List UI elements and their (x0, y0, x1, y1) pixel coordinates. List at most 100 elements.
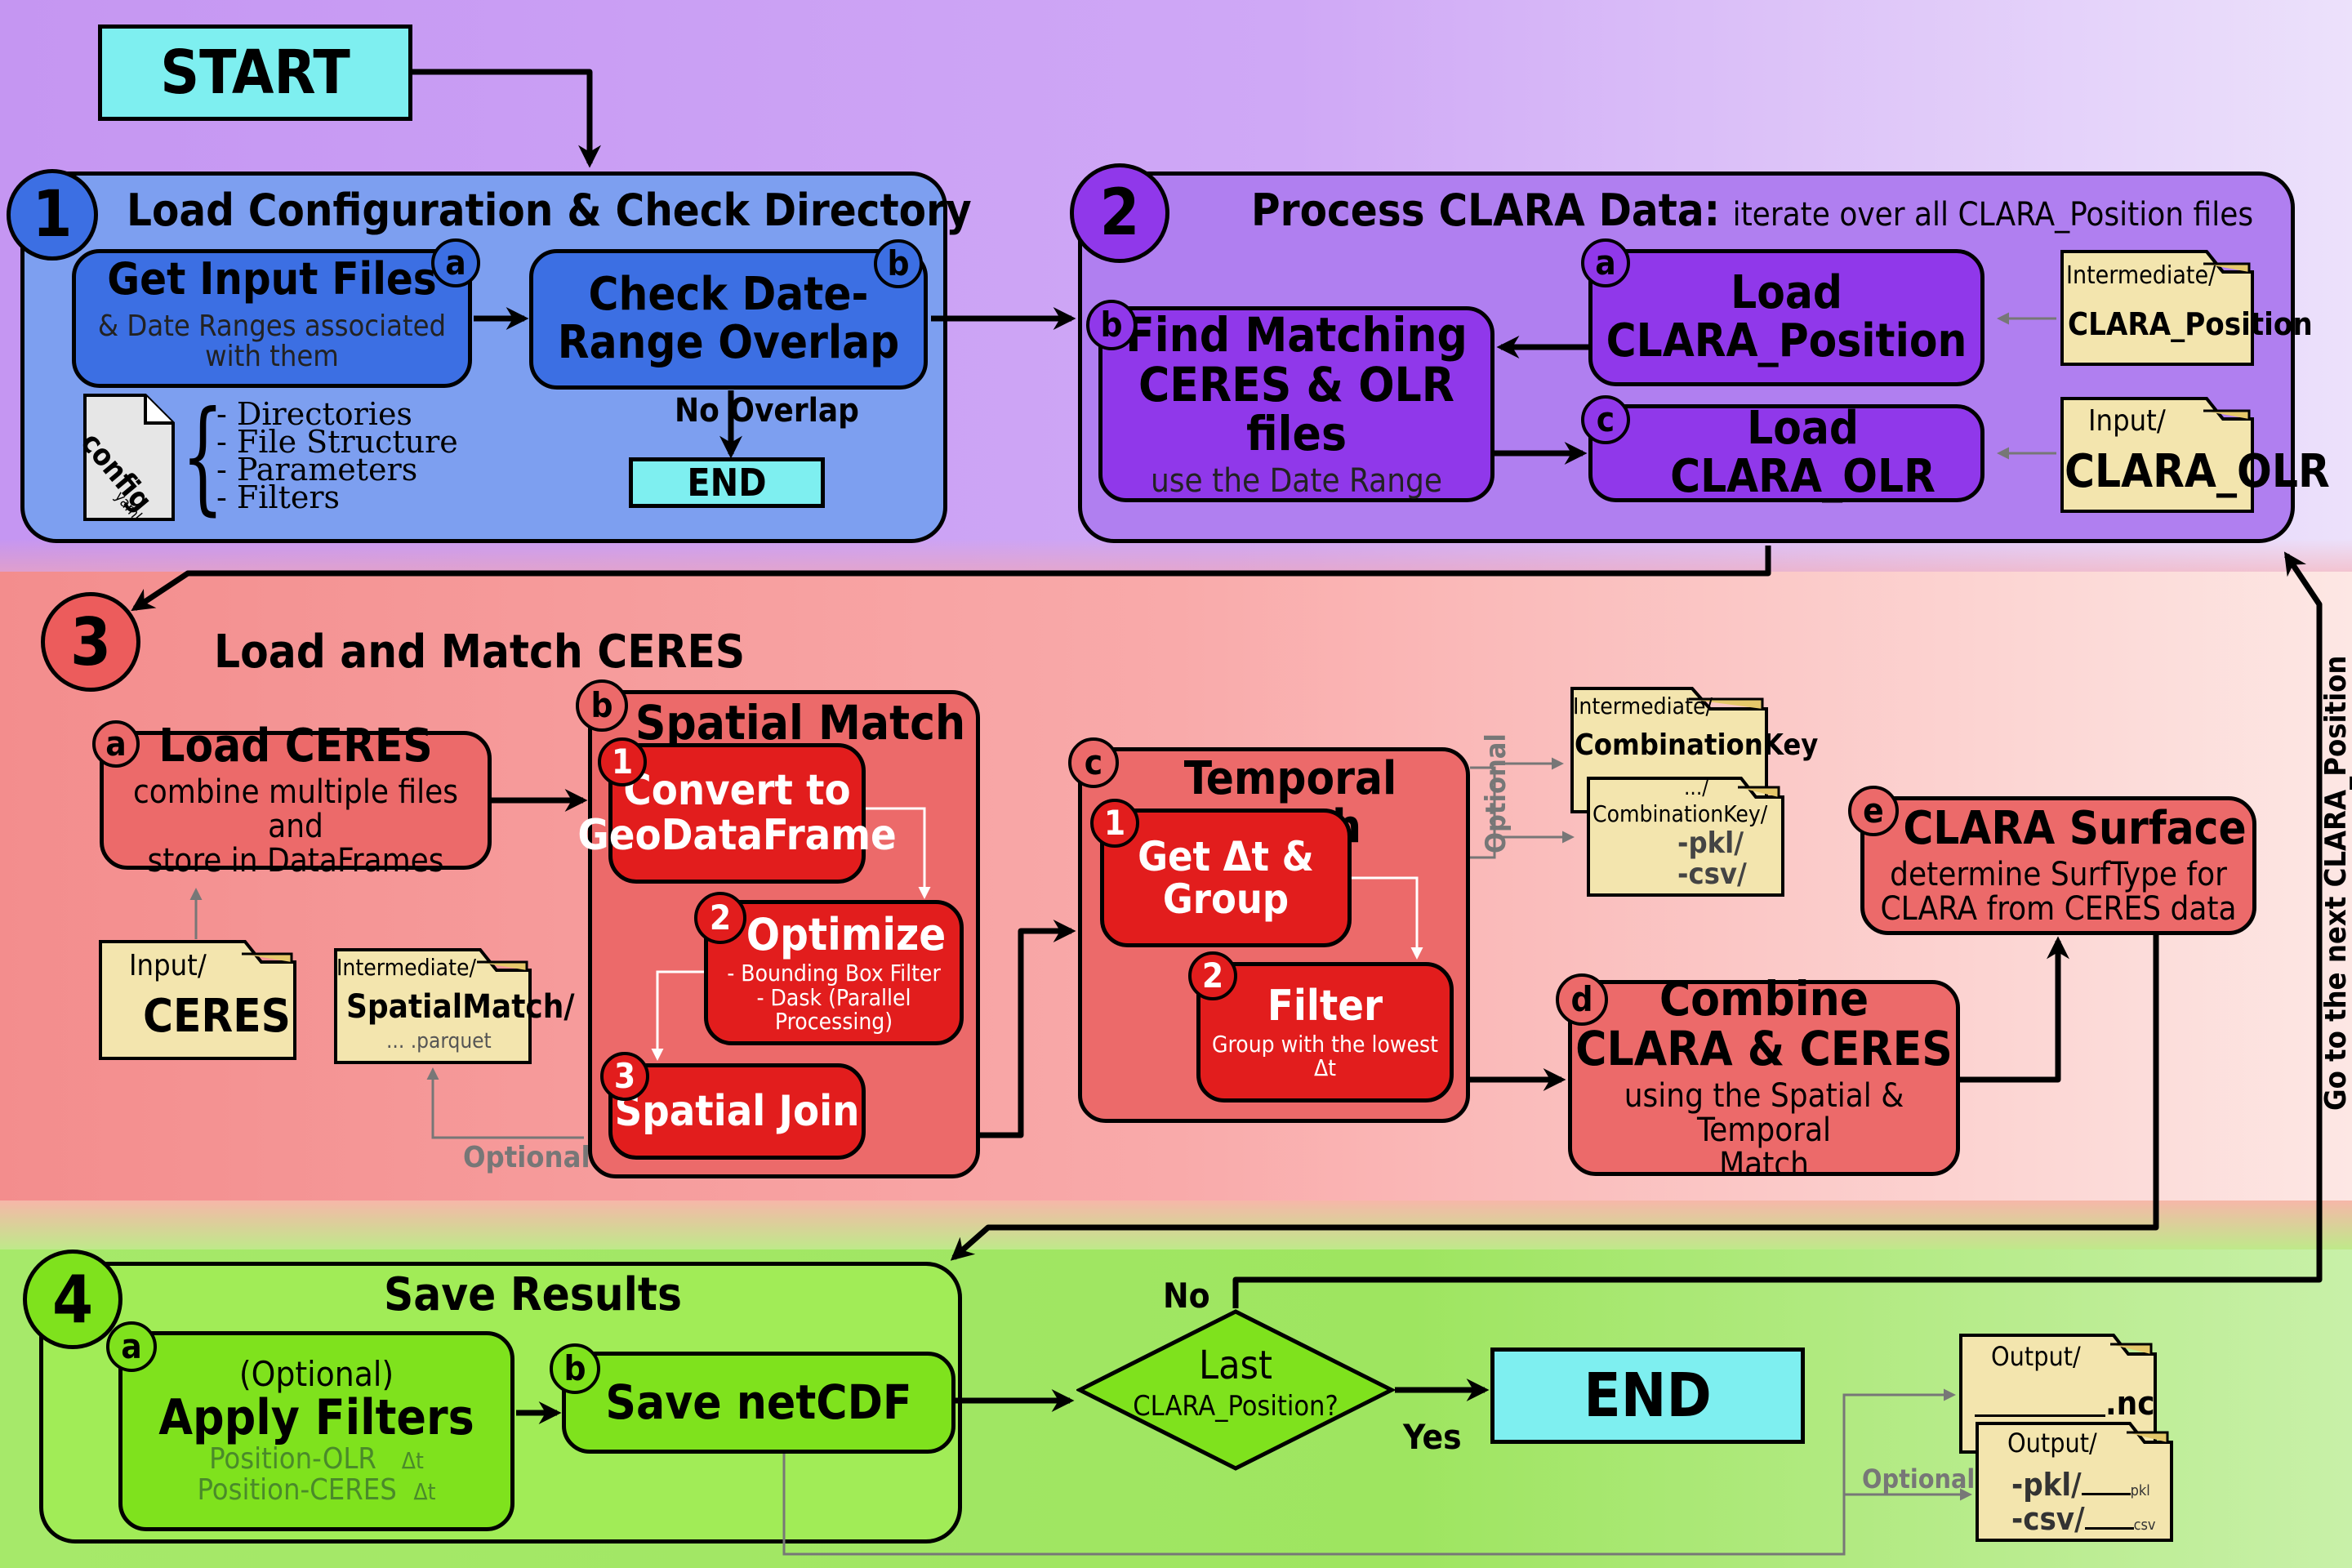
load-clara-position-step[interactable]: Load CLARA_Position (1588, 249, 1984, 386)
folder-output-csv-blank (2084, 1527, 2134, 1530)
folder-output-csv-line: -csv/csv (2011, 1501, 2156, 1537)
folder-clara-position-name: CLARA_Position (2068, 306, 2313, 342)
apply-filter-2: Position-CERES Δt (198, 1475, 436, 1506)
optional-label-output: Optional (1862, 1463, 1976, 1494)
get-dt-group-line2: Group (1162, 875, 1290, 923)
find-matching-line2: CERES & OLR files (1138, 356, 1454, 462)
folder-clara-position: Intermediate/ CLARA_Position (2060, 249, 2313, 368)
no-overlap-label: No Overlap (675, 392, 859, 430)
folder-spatial-match-top: Intermediate/ (336, 954, 476, 981)
section-1-number: 1 (7, 169, 98, 261)
convert-geodataframe-line1: Convert to (623, 766, 851, 816)
spatial-join-title: Spatial Join (614, 1086, 860, 1136)
clara-surface-sub1: determine SurfType for (1890, 856, 2227, 894)
folder-output-nc-blank (1975, 1414, 2105, 1417)
section-4-title: Save Results (384, 1268, 683, 1321)
load-ceres-step[interactable]: Load CERES combine multiple files and st… (100, 722, 492, 878)
section-3-title: Load and Match CERES (214, 626, 746, 679)
combine-sub1: using the Spatial & Temporal (1624, 1076, 1904, 1149)
optimize-step[interactable]: Optimize - Bounding Box Filter - Dask (P… (704, 900, 964, 1045)
decision-last-clara-position[interactable]: Last CLARA_Position? (1076, 1308, 1395, 1472)
find-matching-sub: use the Date Range (1150, 462, 1443, 501)
section-2-number: 2 (1070, 163, 1169, 263)
get-input-files-step[interactable]: Get Input Files & Date Ranges associated… (72, 249, 472, 388)
end-terminal-final[interactable]: END (1490, 1348, 1805, 1444)
folder-spatial-match-name: SpatialMatch/ (346, 988, 575, 1026)
decision-no-label: No (1163, 1276, 1210, 1316)
folder-output-pkl-csv: Output/ -pkl/pkl -csv/csv (1975, 1421, 2175, 1544)
step-badge-3e: e (1848, 786, 1899, 836)
end-terminal-top[interactable]: END (629, 457, 825, 508)
apply-filter-1-dt: Δt (401, 1447, 424, 1475)
config-brace: { (181, 385, 225, 528)
folder-clara-olr-name: CLARA_OLR (2065, 445, 2330, 498)
save-netcdf-step[interactable]: Save netCDF (562, 1352, 956, 1454)
load-ceres-sub1: combine multiple files and (132, 773, 459, 846)
clara-surface-sub2: CLARA from CERES data (1880, 890, 2237, 929)
apply-filters-title: Apply Filters (158, 1389, 474, 1447)
load-ceres-title: Load CERES (158, 719, 433, 773)
folder-output-nc-ext: .nc (2105, 1385, 2155, 1423)
check-date-range-line2: Range Overlap (557, 316, 900, 369)
section-2-title-main: Process CLARA Data: (1251, 185, 1721, 236)
step-badge-2a: a (1581, 238, 1630, 287)
apply-filter-1-label: Position-OLR (209, 1442, 376, 1477)
substep-badge-b3: 3 (600, 1052, 649, 1101)
find-matching-files-step[interactable]: Find Matching CERES & OLR files use the … (1098, 306, 1494, 502)
convert-geodataframe-line2: GeoDataFrame (577, 811, 897, 860)
combine-line2: CLARA & CERES (1575, 1021, 1953, 1076)
check-date-range-step[interactable]: Check Date- Range Overlap (529, 249, 928, 390)
folder-ceres-name: CERES (143, 990, 291, 1043)
folder-output-pkl-line: -pkl/pkl (2011, 1467, 2150, 1503)
save-netcdf-title: Save netCDF (605, 1374, 912, 1431)
step-badge-3d: d (1556, 973, 1608, 1026)
get-input-files-title: Get Input Files (107, 252, 437, 305)
step-badge-3c: c (1068, 737, 1119, 788)
get-input-files-sub2: with them (205, 340, 339, 374)
folder-clara-olr: Input/ CLARA_OLR (2060, 396, 2330, 514)
config-item-filters: - Filters (216, 479, 341, 515)
combine-clara-ceres-step[interactable]: Combine CLARA & CERES using the Spatial … (1568, 974, 1960, 1182)
folder-ceres-top: Input/ (129, 949, 207, 982)
optimize-title: Optimize (746, 908, 947, 960)
load-clara-position-line1: Load (1731, 266, 1842, 320)
step-badge-2c: c (1581, 395, 1630, 444)
folder-clara-position-top: Intermediate/ (2066, 261, 2216, 290)
combine-line1: Combine (1659, 971, 1869, 1027)
step-badge-2b: b (1086, 300, 1137, 350)
optimize-sub1: - Bounding Box Filter (727, 960, 941, 987)
load-ceres-sub2: store in DataFrames (147, 842, 444, 880)
start-terminal[interactable]: START (98, 24, 412, 121)
folder-combination-key-top: Intermediate/ (1573, 693, 1713, 719)
decision-yes-label: Yes (1403, 1417, 1462, 1457)
folder-output-pkl-dir: -pkl/ (2011, 1467, 2082, 1503)
section-4-number: 4 (23, 1250, 122, 1349)
folder-combination-key-name: CombinationKey (1575, 728, 1819, 762)
section-3-number: 3 (41, 592, 140, 692)
substep-badge-c2: 2 (1188, 951, 1237, 1000)
config-item-parameters: - Parameters (216, 452, 418, 488)
filter-title: Filter (1267, 982, 1383, 1031)
folder-ceres: Input/ CERES (98, 939, 298, 1062)
apply-filters-pre: (Optional) (238, 1354, 394, 1395)
convert-geodataframe-step[interactable]: Convert to GeoDataFrame (577, 743, 897, 884)
step-badge-1a: a (431, 238, 480, 287)
folder-output-nc-top: Output/ (1991, 1341, 2081, 1372)
substep-badge-b1: 1 (598, 737, 647, 786)
folder-output-csv-dir: -csv/ (2011, 1501, 2085, 1537)
step-badge-3a: a (92, 720, 140, 768)
load-clara-olr-step[interactable]: Load CLARA_OLR (1588, 404, 1984, 502)
clara-surface-step[interactable]: CLARA Surface determine SurfType for CLA… (1860, 796, 2256, 935)
decision-line2: CLARA_Position? (1133, 1390, 1339, 1423)
spatial-join-step[interactable]: Spatial Join (608, 1063, 866, 1160)
optional-label-temporal: Optional (1480, 733, 1512, 853)
config-item-list: - Directories - File Structure - Paramet… (216, 399, 458, 515)
substep-badge-b2: 2 (694, 892, 746, 944)
section-1-title: Load Configuration & Check Directory (127, 185, 972, 236)
substep-badge-c1: 1 (1090, 799, 1139, 848)
folder-output-pkl-blank (2081, 1493, 2131, 1495)
spatial-match-title: Spatial Match (635, 695, 966, 751)
section-2-title-note: iterate over all CLARA_Position files (1732, 196, 2254, 234)
apply-filters-step[interactable]: (Optional) Apply Filters Position-OLR Δt… (118, 1331, 514, 1531)
